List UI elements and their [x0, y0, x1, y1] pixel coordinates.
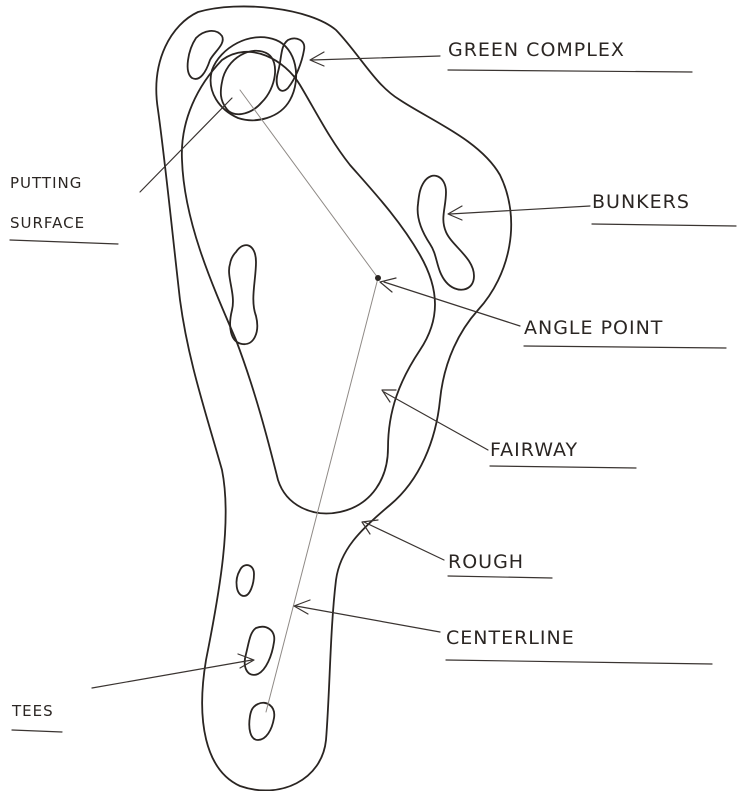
leader-tees: [92, 660, 252, 688]
bunker-green-left: [188, 31, 223, 79]
tee-box-middle: [245, 627, 275, 675]
label-angle-point: ANGLE POINT: [524, 317, 663, 339]
label-rough: ROUGH: [448, 551, 524, 573]
underline-putting-surface: [10, 240, 118, 244]
label-bunkers: BUNKERS: [592, 191, 690, 213]
bunker-fairway-right: [418, 176, 474, 290]
fairway-outline: [182, 52, 435, 514]
centerline-upper: [240, 90, 378, 278]
leader-rough: [364, 522, 444, 560]
leader-bunkers: [450, 206, 590, 214]
underline-tees: [12, 730, 62, 732]
label-green-complex: GREEN COMPLEX: [448, 39, 625, 61]
underline-centerline: [446, 660, 712, 664]
tee-box-back: [249, 703, 274, 740]
label-centerline: CENTERLINE: [446, 627, 575, 649]
underline-green-complex: [448, 70, 692, 72]
label-tees: TEES: [11, 702, 54, 720]
label-putting-line2: SURFACE: [10, 214, 85, 232]
putting-surface: [221, 51, 275, 115]
bunker-fairway-left: [229, 245, 257, 344]
angle-point-marker: [375, 275, 381, 281]
leader-putting-surface: [140, 98, 232, 192]
rough-outline: [156, 6, 511, 790]
tee-box-forward: [237, 565, 254, 596]
leader-angle-point: [384, 282, 520, 326]
leader-centerline: [296, 606, 440, 632]
label-fairway: FAIRWAY: [490, 439, 578, 461]
underline-fairway: [490, 466, 636, 468]
underline-rough: [448, 576, 552, 578]
leader-green-complex: [312, 56, 440, 60]
arrowhead-green-complex: [310, 52, 324, 66]
label-putting-line1: PUTTING: [10, 174, 82, 192]
centerline-lower: [266, 278, 378, 712]
underline-bunkers: [592, 224, 736, 226]
leader-fairway: [384, 392, 488, 450]
underline-angle-point: [524, 346, 726, 348]
